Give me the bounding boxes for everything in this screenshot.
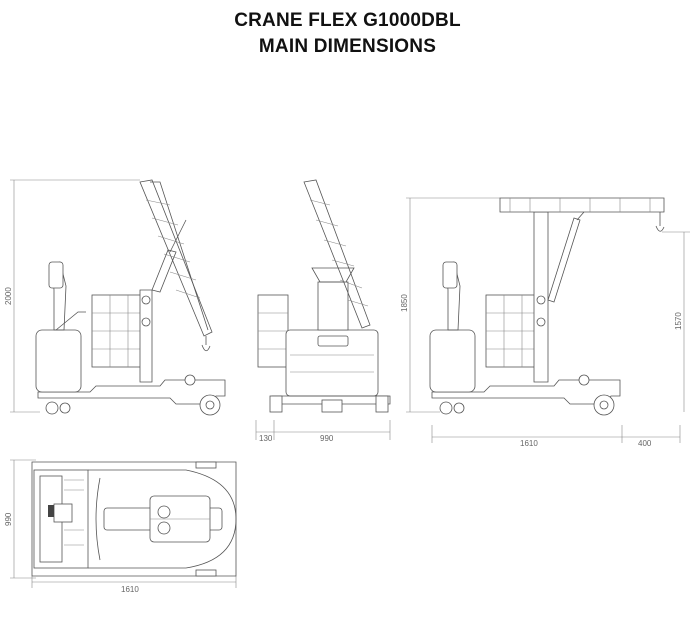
top-width-label: 990 — [4, 512, 13, 526]
top-length-label: 1610 — [121, 585, 139, 594]
hook-height-label: 1570 — [674, 312, 683, 330]
side-height-label: 2000 — [4, 287, 13, 305]
extended-reach-label: 400 — [638, 439, 652, 448]
extended-length-label: 1610 — [520, 439, 538, 448]
extended-height-label: 1850 — [400, 294, 409, 312]
side-view: 2000 — [4, 179, 226, 416]
drawing-subtitle: MAIN DIMENSIONS — [258, 36, 437, 57]
top-view: 990 1610 — [4, 459, 237, 594]
front-offset-label: 130 — [259, 434, 273, 443]
extended-view: 1850 1570 1610 400 — [400, 197, 690, 448]
front-width-label: 990 — [320, 434, 334, 443]
front-view: 130 990 — [255, 179, 391, 443]
drawing-title: CRANE FLEX G1000DBL — [234, 10, 461, 31]
